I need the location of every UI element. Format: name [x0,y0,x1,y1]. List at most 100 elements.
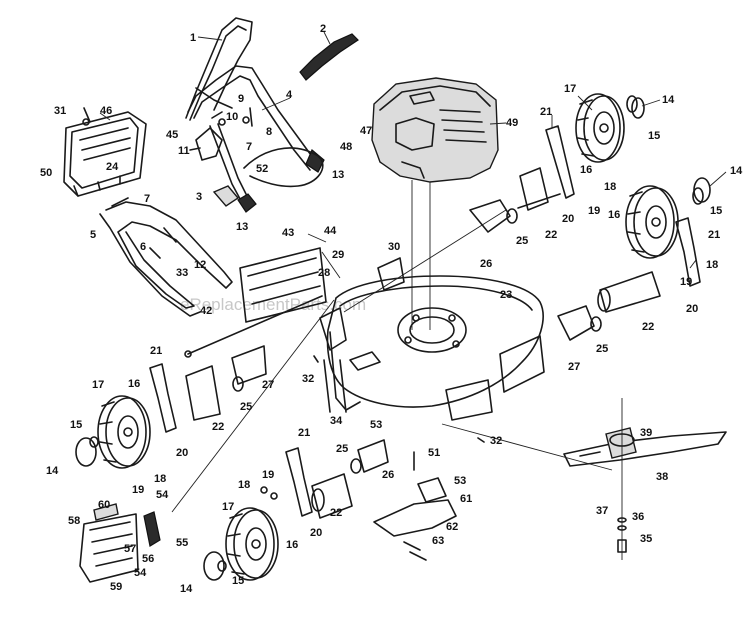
axle-line-1 [171,299,335,513]
label-7b: 7 [144,193,150,205]
label-7a: 7 [246,141,252,153]
label-21d: 21 [298,427,310,439]
discharge-chute [79,503,161,583]
label-31: 31 [54,105,66,117]
label-12: 12 [194,259,206,271]
label-54b: 54 [134,567,147,579]
label-28: 28 [318,267,330,279]
label-38: 38 [656,471,668,483]
label-35: 35 [640,533,652,545]
label-18a: 18 [604,181,616,193]
label-59: 59 [110,581,122,593]
label-37: 37 [596,505,608,517]
label-39: 39 [640,427,652,439]
watermark-text: eReplacementParts.com [180,295,366,314]
engine [371,77,499,183]
wheel-left [75,395,151,469]
grass-bag-frame [63,107,147,197]
label-36: 36 [632,511,644,523]
label-14a: 14 [662,94,675,106]
label-19c: 19 [132,484,144,496]
label-25c: 25 [240,401,252,413]
label-3: 3 [196,191,202,203]
label-25d: 25 [336,443,348,455]
handle-hardware [189,107,257,213]
label-21a: 21 [540,106,552,118]
label-15c: 15 [70,419,82,431]
label-26a: 26 [480,258,492,270]
label-52: 52 [256,163,268,175]
label-22a: 22 [545,229,557,241]
label-19a: 19 [588,205,600,217]
label-18d: 18 [238,479,250,491]
label-24: 24 [106,161,119,173]
height-adjuster-bottom [285,439,389,519]
height-adjuster-left [149,345,267,433]
label-14c: 14 [46,465,59,477]
label-18b: 18 [706,259,718,271]
label-20b: 20 [686,303,698,315]
label-13a: 13 [332,169,344,181]
wheel-top-right [575,93,645,163]
label-57: 57 [124,543,136,555]
label-53a: 53 [370,419,382,431]
label-43: 43 [282,227,294,239]
label-25a: 25 [516,235,528,247]
label-11: 11 [178,145,190,157]
label-4: 4 [286,89,293,101]
wheel-bottom [203,507,279,581]
label-16b: 16 [608,209,620,221]
grass-catcher-frame [99,197,233,317]
label-27a: 27 [262,379,274,391]
label-30: 30 [388,241,400,253]
label-16a: 16 [580,164,592,176]
label-21c: 21 [150,345,162,357]
label-56: 56 [142,553,154,565]
label-50: 50 [40,167,52,179]
label-32a: 32 [302,373,314,385]
label-34: 34 [330,415,343,427]
label-19d: 19 [262,469,274,481]
label-53b: 53 [454,475,466,487]
label-45: 45 [166,129,178,141]
label-6: 6 [140,241,146,253]
part-number-labels: 1 2 3 4 5 6 7 7 8 9 10 11 12 13 13 14 14… [40,23,743,595]
label-2: 2 [320,23,326,35]
label-14b: 14 [730,165,743,177]
label-22b: 22 [642,321,654,333]
lower-handle-frame [187,65,325,211]
label-16d: 16 [286,539,298,551]
label-1: 1 [190,32,196,44]
wheel-mid-right [625,177,711,259]
label-58: 58 [68,515,80,527]
label-9: 9 [238,93,244,105]
height-adjuster-right [557,217,701,341]
blade-adapter [609,433,635,447]
label-16c: 16 [128,378,140,390]
rear-flap [184,247,327,358]
label-29: 29 [332,249,344,261]
label-51: 51 [428,447,440,459]
label-26b: 26 [382,469,394,481]
label-17a: 17 [564,83,576,95]
label-46: 46 [100,105,112,117]
label-5: 5 [90,229,96,241]
label-15a: 15 [648,130,660,142]
label-17c: 17 [222,501,234,513]
label-42: 42 [200,305,212,317]
label-63: 63 [432,535,444,547]
label-48: 48 [340,141,352,153]
label-13b: 13 [236,221,248,233]
label-44: 44 [324,225,337,237]
label-19b: 19 [680,276,692,288]
mower-deck [319,257,545,421]
label-61: 61 [460,493,472,505]
label-8: 8 [266,126,272,138]
label-55: 55 [176,537,188,549]
label-22d: 22 [330,507,342,519]
mulch-plug [373,477,457,561]
label-47: 47 [360,125,372,137]
label-22c: 22 [212,421,224,433]
handle-grip [299,33,359,81]
